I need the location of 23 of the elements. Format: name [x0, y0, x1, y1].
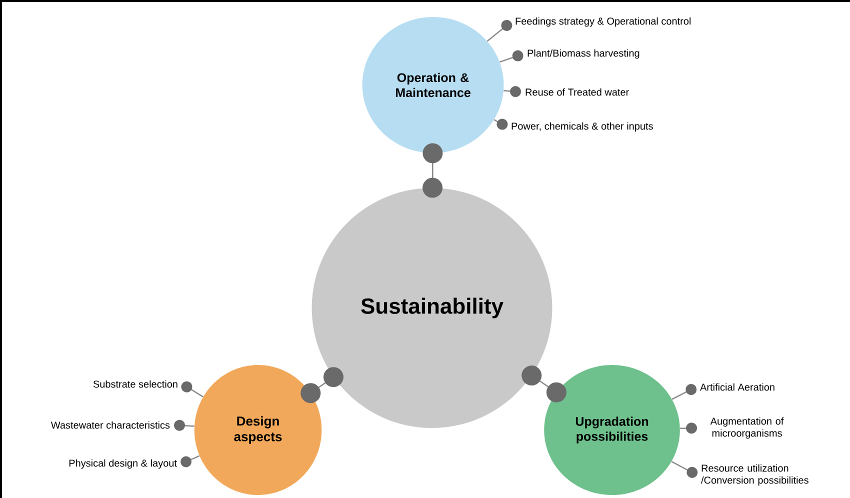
- connector: [181, 381, 204, 398]
- connector: [522, 366, 566, 402]
- connector: [672, 384, 697, 400]
- connector: [504, 86, 522, 98]
- item-label: Reuse of Treated water: [526, 88, 629, 96]
- item-label: Substrate selection: [93, 380, 178, 388]
- item-label: Power, chemicals & other inputs: [512, 122, 653, 132]
- connector: [486, 20, 512, 42]
- connector: [300, 367, 344, 404]
- connector: [680, 422, 697, 434]
- connector: [174, 420, 194, 431]
- connector: [494, 118, 508, 130]
- connector: [422, 143, 443, 198]
- item-label: Artificial Aeration: [700, 383, 774, 391]
- item-label: Wastewater characteristics: [50, 421, 170, 429]
- item-label: Resource utilization /Conversion possibilities: [701, 464, 808, 486]
- item-label: Augmentation of microorganisms: [710, 417, 784, 439]
- item-label: Plant/Biomass harvesting: [528, 49, 640, 59]
- connector: [180, 455, 200, 468]
- item-label: Feedings strategy & Operational control: [516, 17, 691, 27]
- item-label: Physical design & layout: [69, 459, 177, 469]
- connector: [671, 460, 698, 478]
- connector: [500, 50, 524, 63]
